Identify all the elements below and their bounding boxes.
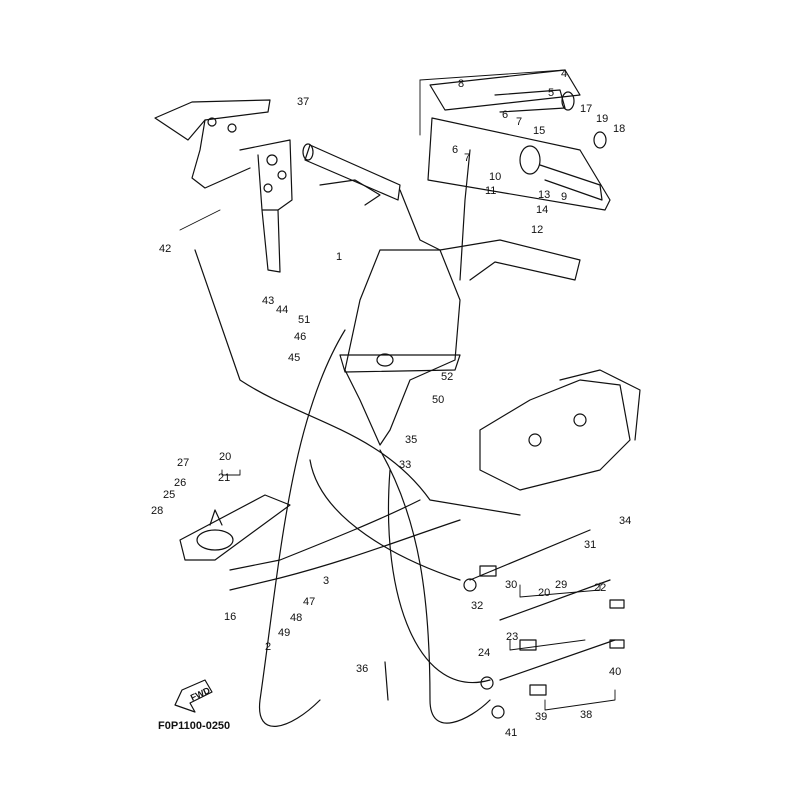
callout-6b: 6 — [452, 144, 459, 156]
engine-block — [479, 369, 641, 491]
callout-12: 12 — [531, 224, 544, 236]
callout-9: 9 — [561, 191, 568, 203]
callout-4: 4 — [561, 68, 568, 80]
callout-49: 49 — [278, 627, 291, 639]
callout-7a: 7 — [516, 116, 523, 128]
callout-38: 38 — [580, 709, 593, 721]
remote-control-box — [179, 494, 291, 561]
callout-51: 51 — [298, 314, 311, 326]
cable-ends — [463, 529, 625, 719]
callout-8: 8 — [458, 78, 465, 90]
callout-6a: 6 — [502, 109, 509, 121]
callout-47: 47 — [303, 596, 316, 608]
callout-1: 1 — [336, 251, 343, 263]
handlebar — [302, 143, 581, 281]
callout-44: 44 — [276, 304, 289, 316]
callout-42: 42 — [159, 243, 172, 255]
callout-23: 23 — [506, 631, 519, 643]
callout-21: 21 — [218, 472, 231, 484]
callout-41: 41 — [505, 727, 518, 739]
callout-18: 18 — [613, 123, 626, 135]
callout-2: 2 — [265, 641, 272, 653]
throttle-lever — [154, 99, 293, 273]
callout-19: 19 — [596, 113, 609, 125]
callout-26: 26 — [174, 477, 187, 489]
steering-column — [339, 249, 461, 446]
callout-35: 35 — [405, 434, 418, 446]
callout-48: 48 — [290, 612, 303, 624]
callout-15: 15 — [533, 125, 546, 137]
callout-24: 24 — [478, 647, 491, 659]
callout-16: 16 — [224, 611, 237, 623]
fwd-arrow-icon — [174, 679, 213, 713]
callout-10: 10 — [489, 171, 502, 183]
callout-52: 52 — [441, 371, 454, 383]
cables — [194, 249, 521, 727]
bracket-lines — [179, 69, 616, 711]
callout-46: 46 — [294, 331, 307, 343]
callout-25: 25 — [163, 489, 176, 501]
callout-17: 17 — [580, 103, 593, 115]
cable-tie — [384, 661, 389, 701]
callout-29: 29 — [555, 579, 568, 591]
callout-20a: 20 — [219, 451, 232, 463]
callout-28: 28 — [151, 505, 164, 517]
callout-30: 30 — [505, 579, 518, 591]
callout-22: 22 — [594, 582, 607, 594]
callout-50: 50 — [432, 394, 445, 406]
callout-14: 14 — [536, 204, 549, 216]
callout-40: 40 — [609, 666, 622, 678]
callout-39: 39 — [535, 711, 548, 723]
callout-45: 45 — [288, 352, 301, 364]
callout-5: 5 — [548, 87, 555, 99]
callout-43: 43 — [262, 295, 275, 307]
callout-3: 3 — [323, 575, 330, 587]
callout-37: 37 — [297, 96, 310, 108]
callout-7b: 7 — [464, 152, 471, 164]
grip-assembly — [427, 69, 611, 281]
callout-34: 34 — [619, 515, 632, 527]
callout-33: 33 — [399, 459, 412, 471]
callout-31: 31 — [584, 539, 597, 551]
diagram-code: F0P1100-0250 — [158, 720, 231, 732]
callout-20b: 20 — [538, 587, 551, 599]
callout-36: 36 — [356, 663, 369, 675]
callout-32: 32 — [471, 600, 484, 612]
callout-11: 11 — [485, 185, 497, 197]
callout-13: 13 — [538, 189, 551, 201]
callout-27: 27 — [177, 457, 190, 469]
